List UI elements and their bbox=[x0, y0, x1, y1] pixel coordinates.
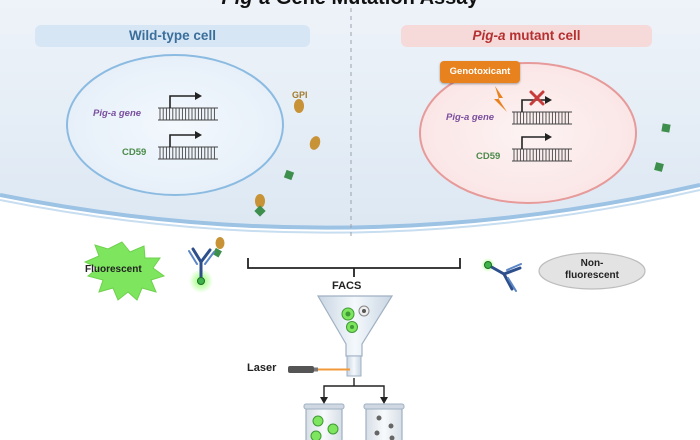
facs-label: FACS bbox=[332, 280, 362, 292]
cd59-protein-icon bbox=[283, 169, 295, 181]
mutant-gene-name: Pig-a bbox=[472, 28, 506, 43]
antibody-icon bbox=[188, 247, 215, 280]
cd59-protein-icon bbox=[654, 162, 664, 172]
mut-cd59-promoter-arrow bbox=[521, 136, 545, 149]
mut-cd59-gene-label: CD59 bbox=[476, 151, 501, 162]
mutant-label-rest: mutant cell bbox=[505, 28, 581, 43]
fluorophore-icon bbox=[197, 277, 205, 285]
mut-pig-a-gene-label: Pig-a gene bbox=[446, 112, 495, 123]
wt-cd59-promoter-arrow bbox=[169, 134, 195, 147]
lightning-bolt-icon bbox=[494, 86, 507, 112]
fluorescent-burst-icon bbox=[83, 241, 166, 301]
title-rest: Gene Mutation Assay bbox=[270, 0, 479, 9]
gpi-label: GPI bbox=[292, 90, 308, 100]
gpi-anchor-icon bbox=[309, 136, 321, 150]
wt-cd59-dna bbox=[158, 146, 218, 160]
wild-type-panel-label: Wild-type cell bbox=[35, 25, 310, 47]
gpi-anchor-icon bbox=[294, 99, 304, 113]
laser-label: Laser bbox=[247, 362, 277, 374]
cell-membrane-inner bbox=[0, 189, 700, 234]
fluorophore-icon bbox=[484, 261, 492, 269]
knockout-x-icon bbox=[529, 90, 545, 106]
non-fluorescent-label: Non- fluorescent bbox=[565, 258, 619, 281]
wt-pig-a-gene-label: Pig-a gene bbox=[93, 108, 142, 119]
title-gene-name: Pig-a bbox=[221, 0, 270, 9]
mutant-panel-label: Pig-a mutant cell bbox=[401, 25, 652, 47]
antibody-icon bbox=[486, 263, 522, 292]
wt-pig-a-dna bbox=[158, 107, 218, 121]
cell-membrane-outer bbox=[0, 183, 700, 230]
wt-cd59-gene-label: CD59 bbox=[122, 147, 147, 158]
genotoxicant-badge: Genotoxicant bbox=[440, 61, 520, 83]
non-fluorescent-collection-tube bbox=[363, 403, 405, 440]
fluorescent-collection-tube bbox=[303, 403, 345, 440]
gpi-anchor-icon bbox=[255, 194, 265, 208]
cd59-protein-icon bbox=[661, 123, 671, 133]
wild-type-nucleus bbox=[66, 54, 284, 196]
cd59-protein-icon bbox=[212, 247, 222, 258]
gpi-anchor-icon bbox=[215, 237, 225, 249]
non-fluorescent-oval bbox=[538, 252, 646, 290]
page-title: Pig-a Gene Mutation Assay bbox=[0, 0, 700, 10]
cd59-protein-icon bbox=[254, 205, 266, 217]
facs-bracket bbox=[247, 258, 461, 269]
sort-split-arrows bbox=[323, 378, 385, 400]
laser-device-icon bbox=[288, 366, 314, 373]
mutant-nucleus bbox=[419, 62, 637, 204]
wt-pig-a-promoter-arrow bbox=[169, 95, 195, 108]
fluorescent-label: Fluorescent bbox=[85, 264, 142, 275]
